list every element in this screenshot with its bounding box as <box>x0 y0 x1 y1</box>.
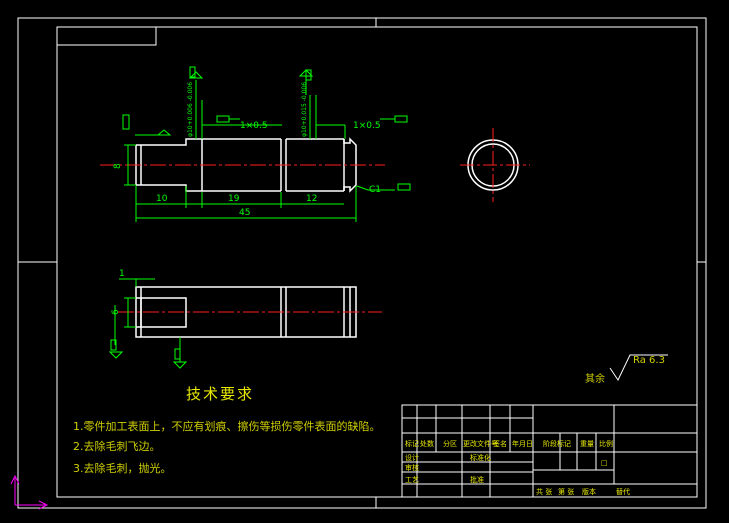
dim-total-length: 45 <box>239 208 250 218</box>
title-block <box>401 404 698 498</box>
tech-requirements-heading: 技术要求 <box>186 385 255 403</box>
tb-change-doc: 更改文件号 <box>463 439 498 448</box>
tb-stage-mark: 阶段标记 <box>543 439 571 448</box>
shaft-section-view <box>135 286 357 338</box>
section-dimension-text: 6 1 <box>111 269 125 315</box>
tb-standard: 标准化 <box>470 453 491 462</box>
tb-mark: 标记 <box>405 439 419 448</box>
dim-tolerance-2: φ10+0.015 -0.006 <box>301 82 308 137</box>
dim-length-3: 12 <box>306 194 317 204</box>
tech-requirement-2: 2.去除毛刺飞边。 <box>73 440 161 453</box>
tb-total-sheets: 共 张 <box>536 487 552 496</box>
tb-sheet-no: 第 张 <box>558 487 574 496</box>
roughness-other-label: 其余 <box>585 374 605 385</box>
shaft-side-view <box>460 128 530 202</box>
tb-sheet-box: □ <box>601 459 608 467</box>
tb-date: 年月日 <box>512 439 533 448</box>
dim-bore-depth: 1 <box>119 269 125 279</box>
dim-chamfer-1: 1×0.5 <box>240 121 268 131</box>
tb-sign: 签名 <box>493 439 507 448</box>
tech-requirement-3: 3.去除毛刺，抛光。 <box>73 462 172 475</box>
tb-replace: 替代 <box>616 487 630 496</box>
section-dimensions <box>108 278 188 369</box>
dim-length-1: 10 <box>156 194 168 204</box>
title-block-text: 标记 处数 分区 更改文件号 签名 年月日 设计 标准化 审核 工艺 批准 阶段… <box>405 439 630 496</box>
tb-design: 设计 <box>405 453 419 462</box>
roughness-ra-label: Ra 6.3 <box>633 355 665 366</box>
tb-zone: 分区 <box>443 439 457 448</box>
tb-check: 审核 <box>405 463 419 472</box>
front-dimensions <box>122 66 411 222</box>
tb-version: 版本 <box>582 487 596 496</box>
tb-approve: 批准 <box>470 475 484 484</box>
drawing-frame <box>17 17 707 509</box>
dim-chamfer-end: C1 <box>369 185 381 195</box>
tb-scale: 比例 <box>599 439 613 448</box>
roughness-symbol <box>609 354 668 382</box>
dim-length-2: 19 <box>228 194 240 204</box>
dim-bore-diameter: 6 <box>111 309 121 315</box>
front-dimension-text: 8 10 19 12 45 1×0.5 1×0.5 C1 φ10+0.006 -… <box>113 82 381 218</box>
dim-chamfer-2: 1×0.5 <box>353 121 381 131</box>
tb-count: 处数 <box>420 439 434 448</box>
ucs-icon <box>10 474 49 510</box>
dim-tolerance-1: φ10+0.006 -0.006 <box>187 82 194 137</box>
tb-process: 工艺 <box>405 476 419 484</box>
tech-requirement-1: 1.零件加工表面上，不应有划痕、擦伤等损伤零件表面的缺陷。 <box>73 420 381 433</box>
tb-weight: 重量 <box>580 440 594 448</box>
dim-left-diameter: 8 <box>113 163 123 169</box>
